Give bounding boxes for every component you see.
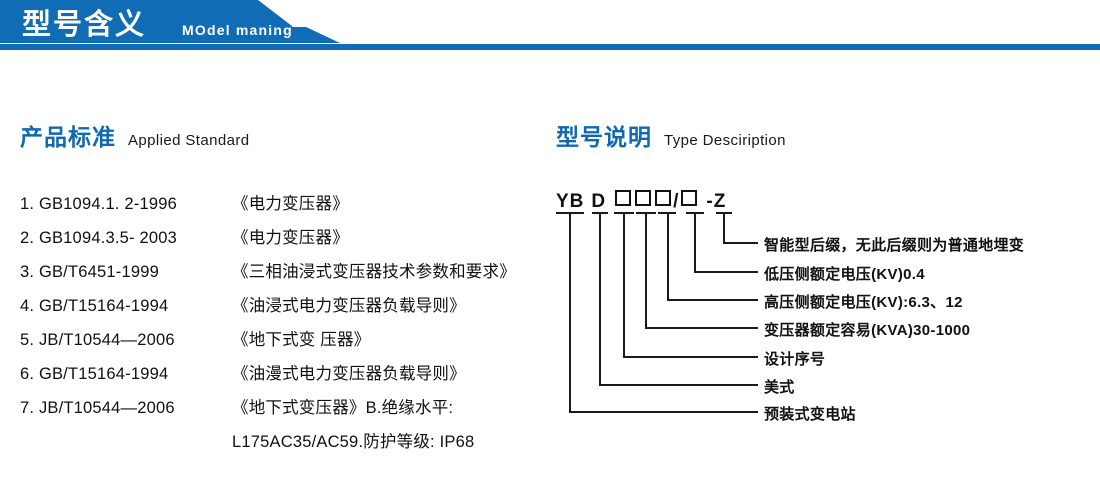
callout-label-smart-suffix: 智能型后缀，无此后缀则为普通地埋变 <box>764 237 1025 254</box>
code-part-slash: / <box>673 191 680 212</box>
code-part-dash: - <box>706 191 714 212</box>
standard-code: 6. GB/T15164-1994 <box>20 365 169 383</box>
list-item: 2. GB1094.3.5- 2003 《电力变压器》 <box>20 224 540 258</box>
list-item: 4. GB/T15164-1994 《油浸式电力变压器负载导则》 <box>20 292 540 326</box>
section-heading-applied-standard: 产品标准 Applied Standard <box>20 118 250 152</box>
page-header-banner: 型号含义 MOdel maning <box>0 0 1100 56</box>
callout-label-american-type: 美式 <box>764 379 795 396</box>
standard-code: 3. GB/T6451-1999 <box>20 263 159 281</box>
list-item: 3. GB/T6451-1999 《三相油浸式变压器技术参数和要求》 <box>20 258 540 292</box>
callout-label-rated-capacity: 变压器额定容易(KVA)30-1000 <box>764 322 971 339</box>
code-part-yb: YB <box>556 191 585 212</box>
section-heading-en-right: Type Desciription <box>664 132 786 149</box>
callout-label-prefab-substation: 预装式变电站 <box>764 406 856 423</box>
standard-code: 4. GB/T15164-1994 <box>20 297 169 315</box>
list-item-continuation: L175AC35/AC59.防护等级: IP68 <box>20 428 540 462</box>
standard-name: 《三相油浸式变压器技术参数和要求》 <box>232 263 516 281</box>
list-item: 1. GB1094.1. 2-1996 《电力变压器》 <box>20 190 540 224</box>
callout-label-lv-rated-voltage: 低压侧额定电压(KV)0.4 <box>764 266 925 283</box>
standard-code: 2. GB1094.3.5- 2003 <box>20 229 177 247</box>
section-heading-cn-right: 型号说明 <box>556 124 652 150</box>
standard-code: 5. JB/T10544—2006 <box>20 331 175 349</box>
code-part-z: Z <box>713 191 727 212</box>
standard-name: L175AC35/AC59.防护等级: IP68 <box>232 433 475 451</box>
standard-name: 《油漫式电力变压器负载导则》 <box>232 365 466 383</box>
standard-name: 《油浸式电力变压器负载导则》 <box>232 297 466 315</box>
section-heading-en-left: Applied Standard <box>128 132 250 149</box>
standard-name: 《电力变压器》 <box>232 229 349 247</box>
list-item: 5. JB/T10544—2006 《地下式变 压器》 <box>20 326 540 360</box>
standard-code: 7. JB/T10544—2006 <box>20 399 175 417</box>
standards-list: 1. GB1094.1. 2-1996 《电力变压器》 2. GB1094.3.… <box>20 190 540 462</box>
banner-shape <box>0 0 1100 50</box>
code-part-d: D <box>591 191 607 212</box>
standard-code: 1. GB1094.1. 2-1996 <box>20 195 177 213</box>
standard-name: 《地下式变 压器》 <box>232 331 371 349</box>
banner-title: 型号含义 <box>22 9 147 41</box>
code-box-1 <box>615 190 632 206</box>
section-heading-cn-left: 产品标准 <box>20 124 116 150</box>
code-box-4 <box>681 190 698 206</box>
code-box-2 <box>635 190 652 206</box>
standard-name: 《地下式变压器》B.绝缘水平: <box>232 399 454 417</box>
list-item: 6. GB/T15164-1994 《油漫式电力变压器负载导则》 <box>20 360 540 394</box>
model-code-string: YB D / -Z <box>556 190 726 213</box>
standard-name: 《电力变压器》 <box>232 195 349 213</box>
code-box-3 <box>655 190 672 206</box>
callout-label-hv-rated-voltage: 高压侧额定电压(KV):6.3、12 <box>764 294 963 311</box>
banner-subtitle: MOdel maning <box>182 22 293 38</box>
section-heading-type-description: 型号说明 Type Desciription <box>556 118 786 152</box>
callout-leader-lines <box>556 212 758 413</box>
list-item: 7. JB/T10544—2006 《地下式变压器》B.绝缘水平: <box>20 394 540 428</box>
callout-label-design-serial: 设计序号 <box>764 351 826 368</box>
